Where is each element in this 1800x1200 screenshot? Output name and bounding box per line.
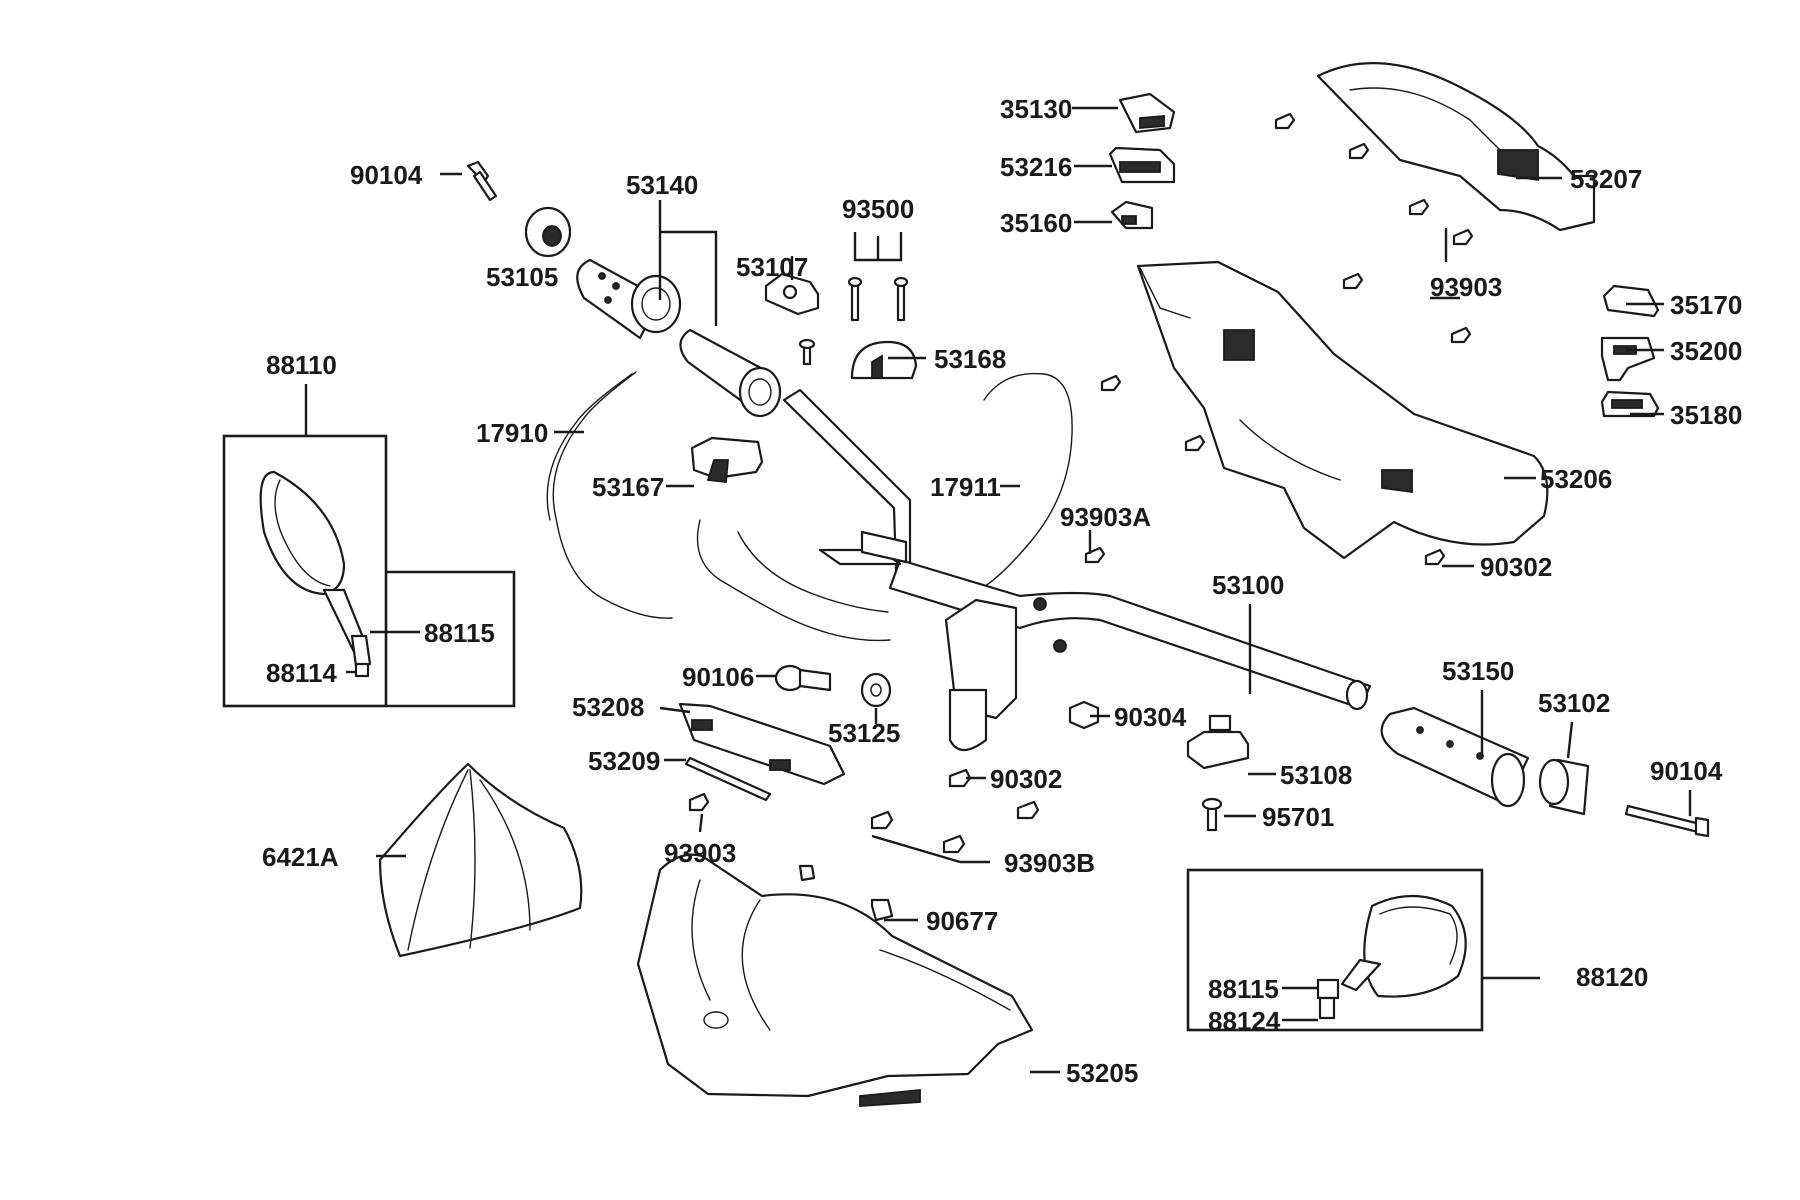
mirror-left [259,470,372,678]
label-90104-right: 90104 [1650,756,1723,786]
bar-end-weight-left [524,206,572,258]
label-88120: 88120 [1576,962,1648,992]
housing-53206 [1136,260,1549,560]
mirror-right [1316,894,1467,1020]
switch-35160 [1110,200,1154,230]
screws-93500 [847,276,909,322]
label-93903-bottom: 93903 [664,838,736,868]
label-35170: 35170 [1670,290,1742,320]
label-35160: 35160 [1000,208,1072,238]
throttle-tube [679,328,782,418]
label-53208: 53208 [572,692,644,722]
label-88114: 88114 [266,658,337,688]
housing-screw [798,338,816,366]
label-53100: 53100 [1212,570,1284,600]
bar-end-bolt-left [466,160,498,202]
screw-95701 [1201,797,1223,832]
clamp-53108 [1186,714,1250,770]
label-6421A: 6421A [262,842,339,872]
handlebar [782,388,1372,752]
label-53207: 53207 [1570,164,1642,194]
label-35200: 35200 [1670,336,1742,366]
mirror-box-88110-extension [386,570,516,708]
label-90677: 90677 [926,906,998,936]
mirror-box-88120 [1186,868,1484,1032]
housing-53207 [1316,62,1596,232]
front-cover [636,853,1034,1107]
washer-53125 [860,672,892,708]
label-53168: 53168 [934,344,1006,374]
label-53125: 53125 [828,718,900,748]
label-53107: 53107 [736,252,808,282]
label-93500: 93500 [842,194,914,224]
label-90104-left: 90104 [350,160,423,190]
label-53102: 53102 [1538,688,1610,718]
switch-35130 [1118,92,1176,134]
label-90302-middle: 90302 [990,764,1062,794]
switch-35180 [1600,390,1660,418]
label-53216: 53216 [1000,152,1072,182]
part-labels: 35130 53216 35160 53207 90104 53140 5310… [262,94,1742,1088]
label-90106: 90106 [682,662,754,692]
label-35180: 35180 [1670,400,1742,430]
label-17911: 17911 [930,472,1001,502]
label-35130: 35130 [1000,94,1072,124]
switch-35170 [1602,284,1660,318]
clamp-53168 [850,340,918,380]
label-88110: 88110 [266,350,337,380]
label-53209: 53209 [588,746,660,776]
label-93903B: 93903B [1004,848,1095,878]
switch-35200 [1600,336,1656,382]
label-90302-right: 90302 [1480,552,1552,582]
left-grip [576,258,682,340]
label-93903-top: 93903 [1430,272,1502,302]
switch-53216 [1108,146,1176,184]
label-88115-left: 88115 [424,618,495,648]
throttle-housing-upper [764,272,820,316]
bar-end-weight-right [1538,758,1590,816]
label-53105: 53105 [486,262,558,292]
label-88124: 88124 [1208,1006,1281,1036]
label-53206: 53206 [1540,464,1612,494]
clamp-53167 [690,436,764,483]
windscreen [378,762,583,958]
cover-53208 [678,702,846,786]
leader-lines [304,106,1692,1074]
nut-90677 [798,864,894,922]
right-grip [1380,706,1530,808]
cable-17910 [546,371,891,642]
bolt-90106 [774,664,832,692]
label-53205: 53205 [1066,1058,1138,1088]
label-53140: 53140 [626,170,698,200]
bar-end-bolt-right [1624,804,1710,838]
label-90304: 90304 [1114,702,1187,732]
label-53167: 53167 [592,472,664,502]
screws-middle [688,768,1040,854]
screws-right-cluster [1084,112,1474,566]
label-53108: 53108 [1280,760,1352,790]
label-95701: 95701 [1262,802,1334,832]
label-17910: 17910 [476,418,548,448]
rod-53209 [684,756,772,802]
label-88115-right: 88115 [1208,974,1279,1004]
label-93903A: 93903A [1060,502,1151,532]
label-53150: 53150 [1442,656,1514,686]
cable-17911 [737,372,1073,613]
nut-90304 [1068,700,1100,730]
